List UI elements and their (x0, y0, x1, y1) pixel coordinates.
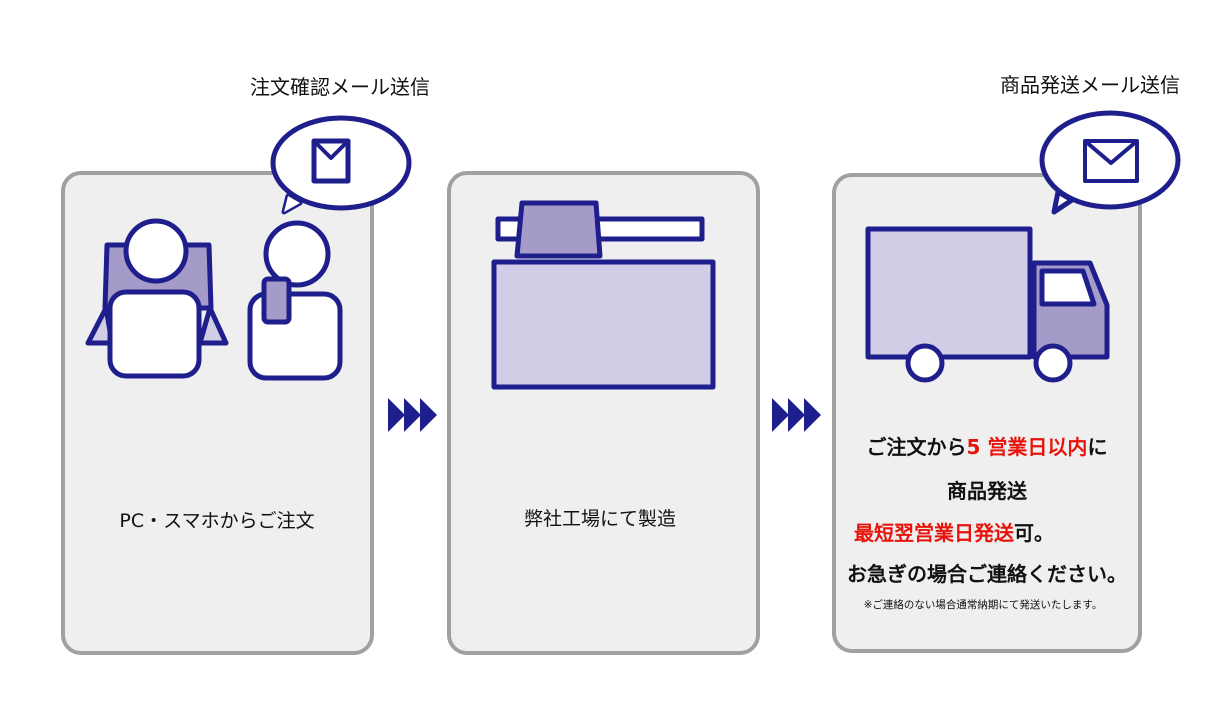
pc-user-icon (85, 218, 229, 379)
truck-icon (865, 226, 1110, 383)
panel-manufacture (447, 171, 760, 655)
factory-icon (491, 200, 716, 390)
speech-bubble-mail-icon (270, 115, 412, 215)
shipping-line-1: ご注文から5 営業日以内に (867, 431, 1108, 460)
order-confirmation-email-caption: 注文確認メール送信 (250, 75, 430, 99)
shipping-line-4: お急ぎの場合ご連絡ください。 (847, 562, 1127, 586)
arrow-right-icon (388, 398, 437, 432)
arrow-right-icon (772, 398, 821, 432)
text: ご注文から (866, 435, 967, 459)
speech-bubble-mail-icon (1039, 110, 1181, 215)
shipping-note: ※ご連絡のない場合通常納期にて発送いたします。 (863, 599, 1103, 611)
order-step-label: PC・スマホからご注文 (119, 510, 315, 532)
shipping-line-2: 商品発送 (947, 479, 1027, 503)
smartphone-user-icon (247, 220, 343, 381)
shipping-line-3: 最短翌営業日発送可。 (854, 517, 1054, 546)
shipping-email-caption: 商品発送メール送信 (1000, 73, 1180, 97)
text: 可。 (1014, 521, 1054, 545)
text: に (1087, 435, 1108, 459)
manufacture-step-label: 弊社工場にて製造 (523, 508, 677, 530)
highlight-text: 最短翌営業日発送 (854, 521, 1014, 545)
highlight-text: 5 営業日以内 (966, 435, 1088, 459)
